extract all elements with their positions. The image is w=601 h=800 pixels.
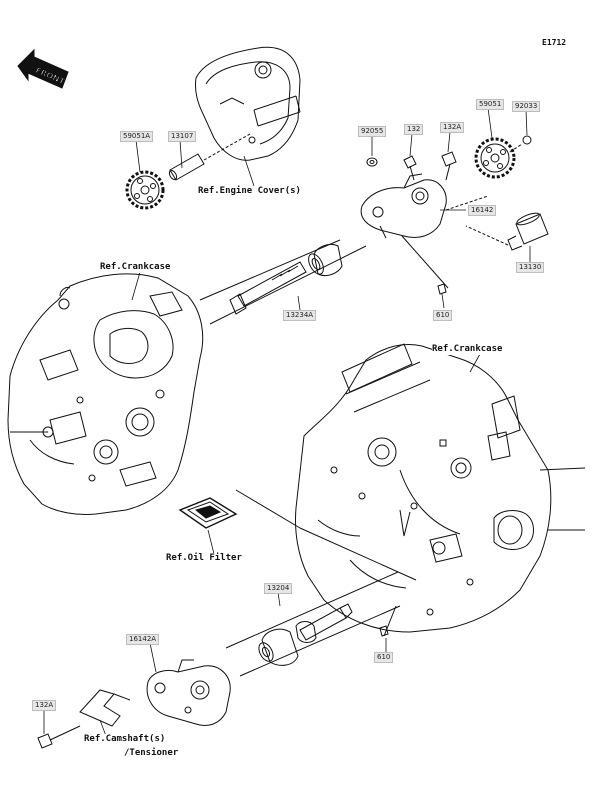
leader-lines xyxy=(43,107,531,737)
clip-92033 xyxy=(509,135,532,153)
ref-camshaft: Ref.Camshaft(s) xyxy=(84,734,166,745)
ref-tensioner: /Tensioner xyxy=(124,748,179,759)
part-132: 132 xyxy=(404,124,424,135)
shaft-13130 xyxy=(465,212,549,251)
part-59051a: 59051A xyxy=(120,131,154,142)
part-13234a: 13234A xyxy=(283,310,317,321)
pin-610-top xyxy=(437,283,447,295)
part-132a-top: 132A xyxy=(440,122,465,133)
diagram-code: E1712 xyxy=(542,38,567,47)
bolt-132a-top xyxy=(441,151,457,181)
bolt-132 xyxy=(403,155,417,181)
crankcase-right-ref xyxy=(295,343,586,633)
part-610-bottom: 610 xyxy=(374,652,394,663)
camshaft-tensioner-ref xyxy=(79,689,131,727)
engine-cover-ref xyxy=(195,46,301,161)
oil-pump-16142 xyxy=(360,173,489,289)
part-13130: 13130 xyxy=(516,262,545,273)
part-16142a: 16142A xyxy=(126,634,160,645)
ref-engine-cover: Ref.Engine Cover(s) xyxy=(198,186,301,197)
part-92033: 92033 xyxy=(512,101,541,112)
oil-filter-ref xyxy=(178,489,417,581)
shaft-13204 xyxy=(225,571,401,677)
ref-oil-filter: Ref.Oil Filter xyxy=(166,553,242,564)
pin-610-bottom xyxy=(379,605,397,637)
part-92055: 92055 xyxy=(358,126,387,137)
bolt-132a-bottom xyxy=(37,725,81,749)
washer-92055 xyxy=(366,157,378,167)
part-132a-bottom: 132A xyxy=(32,700,57,711)
crankcase-left-ref xyxy=(7,273,204,515)
gear-59051a xyxy=(125,170,165,210)
oil-pump-16142a xyxy=(146,659,231,726)
part-13107: 13107 xyxy=(168,131,197,142)
ref-crankcase-right: Ref.Crankcase xyxy=(432,344,503,355)
part-16142: 16142 xyxy=(468,205,497,216)
part-13204: 13204 xyxy=(264,583,293,594)
ref-crankcase-left: Ref.Crankcase xyxy=(100,262,171,273)
pin-13107 xyxy=(168,133,251,181)
part-610-top: 610 xyxy=(433,310,453,321)
gear-59051 xyxy=(474,137,516,179)
shaft-13234a xyxy=(199,239,367,325)
front-arrow-icon: FRONT xyxy=(17,48,69,89)
part-59051: 59051 xyxy=(476,99,505,110)
